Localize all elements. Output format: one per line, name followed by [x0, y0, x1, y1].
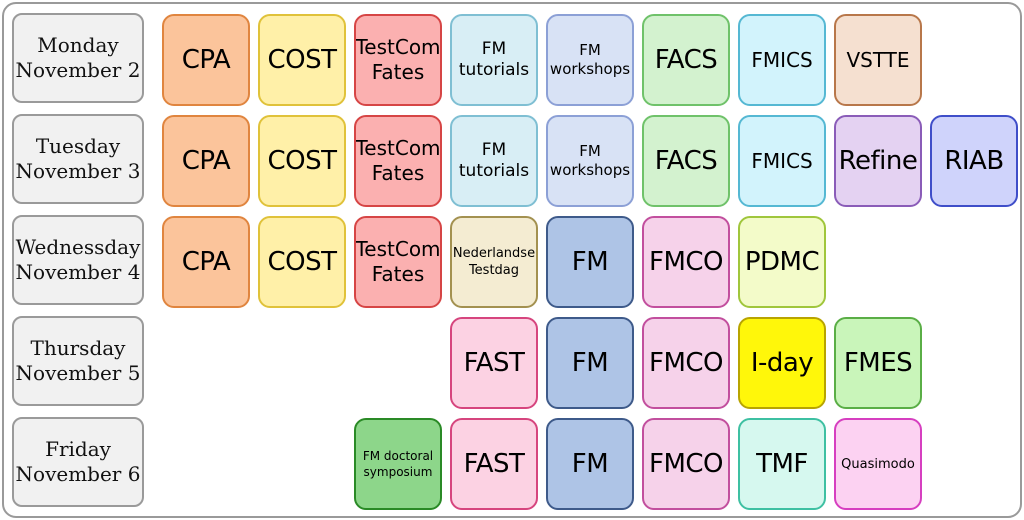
day-label: Thursday November 5 [12, 316, 144, 406]
event-block: Quasimodo [834, 418, 922, 510]
event-block: Refine [834, 115, 922, 207]
event-block: COST [258, 216, 346, 308]
event-block: FM workshops [546, 14, 634, 106]
day-label-text: Tuesday November 3 [15, 134, 141, 183]
day-label: Wednessday November 4 [12, 215, 144, 305]
event-block: RIAB [930, 115, 1018, 207]
event-block: TMF [738, 418, 826, 510]
day-label: Monday November 2 [12, 13, 144, 103]
day-label-text: Monday November 2 [15, 33, 141, 82]
event-block: FMCO [642, 418, 730, 510]
event-block: FM tutorials [450, 115, 538, 207]
event-block: PDMC [738, 216, 826, 308]
event-block: CPA [162, 115, 250, 207]
event-block: I-day [738, 317, 826, 409]
event-block: Nederlandse Testdag [450, 216, 538, 308]
event-block: TestCom Fates [354, 216, 442, 308]
event-block: FM [546, 216, 634, 308]
event-block: FMES [834, 317, 922, 409]
event-block: FAST [450, 418, 538, 510]
event-block: FM workshops [546, 115, 634, 207]
event-block: FM [546, 418, 634, 510]
event-block: FACS [642, 14, 730, 106]
event-block: FMCO [642, 317, 730, 409]
day-label-text: Wednessday November 4 [15, 235, 141, 284]
day-label: Tuesday November 3 [12, 114, 144, 204]
event-block: FM [546, 317, 634, 409]
event-block: FAST [450, 317, 538, 409]
event-block: FMCO [642, 216, 730, 308]
event-block: CPA [162, 216, 250, 308]
event-block: CPA [162, 14, 250, 106]
day-label-text: Thursday November 5 [15, 336, 141, 385]
event-block: FM doctoral symposium [354, 418, 442, 510]
event-block: VSTTE [834, 14, 922, 106]
event-block: FACS [642, 115, 730, 207]
day-label-text: Friday November 6 [15, 437, 141, 486]
day-label: Friday November 6 [12, 417, 144, 507]
event-block: COST [258, 14, 346, 106]
event-block: FM tutorials [450, 14, 538, 106]
event-block: COST [258, 115, 346, 207]
event-block: TestCom Fates [354, 115, 442, 207]
event-block: FMICS [738, 14, 826, 106]
event-block: TestCom Fates [354, 14, 442, 106]
event-block: FMICS [738, 115, 826, 207]
